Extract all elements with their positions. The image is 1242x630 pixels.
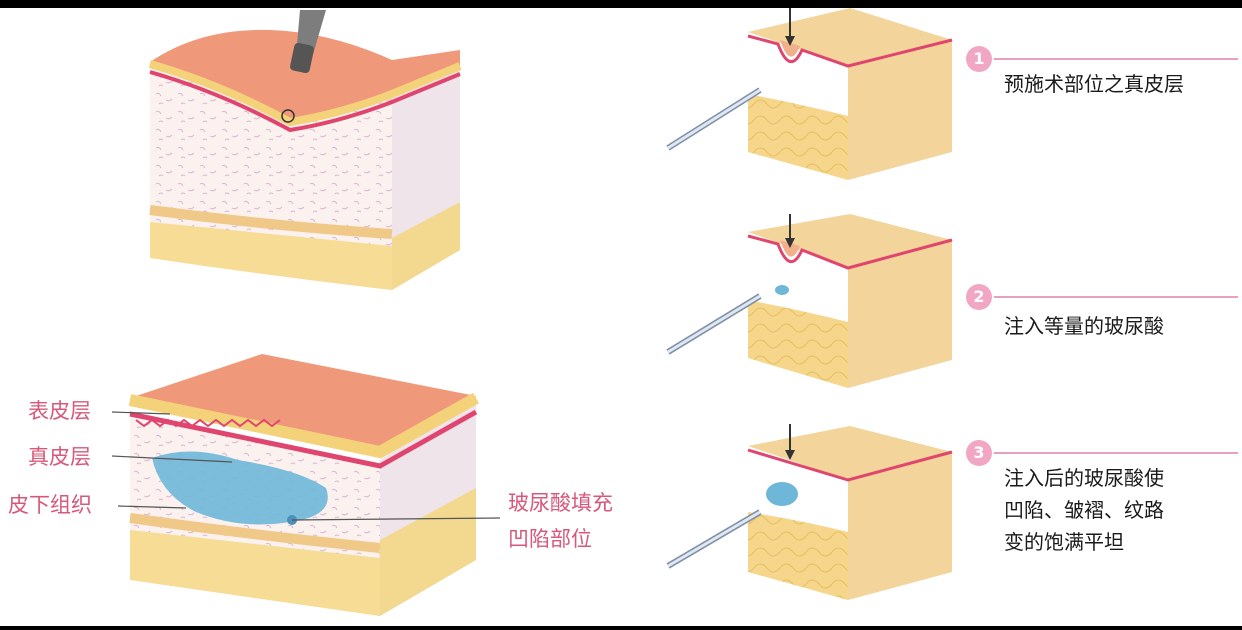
step-3-rule [994, 452, 1238, 454]
label-filler-line1: 玻尿酸填充 [508, 491, 613, 515]
step-3-line-1: 注入后的玻尿酸使 [1004, 466, 1164, 490]
skin-block-top-left [148, 10, 462, 290]
step-1-rule [994, 58, 1238, 60]
label-subcutaneous: 皮下组织 [8, 493, 92, 517]
step-1-badge: 1 [966, 46, 992, 72]
step-2-line-1: 注入等量的玻尿酸 [1004, 314, 1164, 338]
bottom-border [0, 626, 1242, 630]
step-block-2 [666, 214, 953, 388]
skin-block-bottom-left [111, 354, 501, 616]
step-3-text: 注入后的玻尿酸使 凹陷、皱褶、纹路 变的饱满平坦 [1004, 462, 1164, 558]
label-epidermis: 表皮层 [28, 399, 91, 423]
step-block-3 [666, 424, 953, 600]
step-3-line-2: 凹陷、皱褶、纹路 [1004, 498, 1164, 522]
label-dermis: 真皮层 [28, 445, 91, 469]
top-border [0, 0, 1242, 8]
step-1-line-1: 预施术部位之真皮层 [1004, 72, 1184, 96]
step-block-1 [666, 8, 953, 180]
step-2-badge: 2 [966, 284, 992, 310]
label-filler-line2: 凹陷部位 [508, 527, 592, 551]
step-3-line-3: 变的饱满平坦 [1004, 530, 1124, 554]
step-2-text: 注入等量的玻尿酸 [1004, 310, 1164, 342]
step-2-rule [994, 296, 1238, 298]
step-1-text: 预施术部位之真皮层 [1004, 68, 1184, 100]
step-3-badge: 3 [966, 440, 992, 466]
